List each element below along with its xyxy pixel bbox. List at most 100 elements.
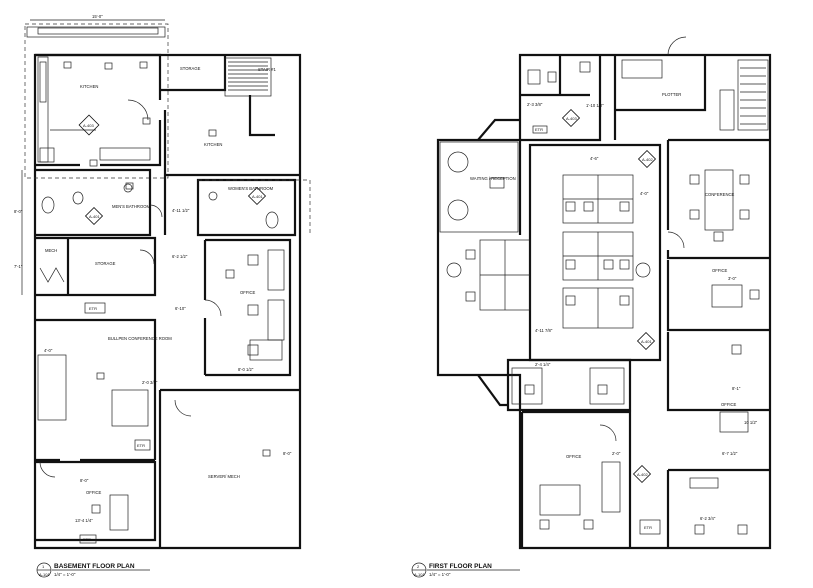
callout-fb-label: A-402	[642, 157, 653, 162]
col-marker-mid	[635, 262, 651, 278]
dim-d8: 8'-0"	[283, 451, 292, 456]
plotter-wall	[613, 55, 707, 140]
callout-a-label: A-403	[83, 123, 94, 128]
dim-f10: 6'-2 3/4"	[700, 516, 716, 521]
plan1-sheet-ref: A-101	[39, 572, 50, 577]
etr-first-top-label: ETR	[535, 127, 543, 132]
top-left-furniture	[527, 61, 591, 85]
kitchen-sink	[39, 61, 47, 103]
basement-top-dashed-outline	[24, 23, 169, 179]
room-womens: WOMEN'S BATHROOM	[228, 186, 274, 191]
sink-womens	[208, 191, 218, 201]
room-kitchen2: KITCHEN	[204, 142, 222, 147]
dim-f12: 2'-0"	[612, 451, 621, 456]
room-waiting: WAITING / RECEPTION	[470, 176, 516, 181]
entry-angle-bottom	[477, 374, 508, 407]
dim-d1: 4'-11 1/2"	[172, 208, 190, 213]
dim-f9: 6'-7 1/2"	[722, 451, 738, 456]
section-callout-c	[84, 206, 104, 226]
stair-treads	[228, 61, 268, 91]
section-callout-fb	[637, 149, 657, 169]
dim-f2: 1'-10 1/2"	[586, 103, 604, 108]
office1-desk	[711, 284, 743, 308]
office2-wall	[666, 332, 770, 412]
room-storage-top: STORAGE	[180, 66, 201, 71]
waiting-hatch	[439, 141, 519, 233]
entry-angle-left	[477, 118, 520, 141]
etr-first-top	[532, 125, 548, 134]
office3-shelf	[689, 477, 719, 489]
conference-chairs	[689, 174, 750, 242]
workstation-desks-top	[562, 174, 634, 224]
bullpen-wall	[35, 318, 157, 462]
office-bottom-wall	[35, 460, 157, 542]
mens-wall	[35, 168, 152, 237]
room-office1: OFFICE	[712, 268, 728, 273]
dim-f11: 10 1/2"	[744, 420, 758, 425]
mech-door-swings	[39, 267, 65, 283]
kitchen2-wall	[163, 110, 300, 235]
plotter-cabinet	[719, 89, 735, 131]
first-floor-plan: 2'-3 3/8" 1'-10 1/2" A-403 ETR PLOTTER	[411, 36, 772, 578]
dim-f1: 2'-3 3/8"	[527, 102, 543, 107]
top-bump-inner	[37, 27, 159, 35]
workstation-desks-middle	[562, 231, 634, 281]
section-callout-b	[247, 186, 267, 206]
office2-chair	[731, 344, 742, 355]
office4-furniture	[539, 461, 621, 530]
section-callout-fd	[632, 464, 652, 484]
etr-first-bottom-label: ETR	[644, 525, 652, 530]
plan2-sheet-ref: A-101	[414, 572, 425, 577]
etr-mid-label: ETR	[89, 306, 97, 311]
callout-b-label: A-401	[252, 194, 263, 199]
basement-floor-plan: 15'-0" KITCHEN A-403 STORAGE STAIR #1 KI…	[14, 14, 311, 578]
callout-fd-label: A-402	[637, 472, 648, 477]
waiting-chairs	[447, 151, 505, 221]
bullpen-cabinet	[111, 389, 149, 427]
room-conference: CONFERENCE	[705, 192, 735, 197]
dim-f8: 8'-1"	[732, 386, 741, 391]
callout-c-label: A-401	[89, 214, 100, 219]
storage-door-arc	[139, 249, 155, 265]
etr-first-bottom	[639, 519, 661, 535]
callout-fa-label: A-403	[566, 116, 577, 121]
room-plotter: PLOTTER	[662, 92, 681, 97]
office1-chair	[749, 289, 760, 300]
kitchen-counter-left	[37, 56, 49, 163]
office4-wall	[520, 410, 632, 548]
plan2-title: FIRST FLOOR PLAN	[429, 563, 492, 570]
first-stair-treads	[740, 67, 766, 125]
bullpen-etr	[134, 439, 151, 451]
workstation-desks-bottom	[562, 287, 634, 329]
basement-door-swings	[39, 99, 222, 478]
top-left-rooms-wall	[520, 55, 602, 142]
stair-box	[224, 57, 272, 97]
dim-left1: 8'-0"	[14, 209, 23, 214]
kitchen-wall	[35, 53, 162, 167]
room-mens: MEN'S BATHROOM	[112, 204, 150, 209]
plan2-scale: 1/4" = 1'-0"	[429, 572, 451, 577]
room-server: SERVER/ MECH	[208, 474, 240, 479]
room-office-bottom: OFFICE	[86, 490, 102, 495]
dim-f7: 3'-0"	[728, 276, 737, 281]
dim-d3: 6'-10"	[175, 306, 186, 311]
room-kitchen: KITCHEN	[80, 84, 98, 89]
dim-f5: 4'-11 7/8"	[535, 328, 553, 333]
office-center-wall	[506, 358, 632, 412]
mech-storage-wall	[35, 236, 157, 297]
bullpen-table	[37, 354, 67, 421]
sink-mens	[123, 183, 133, 193]
room-office2: OFFICE	[721, 402, 737, 407]
room-storage-mid: STORAGE	[95, 261, 116, 266]
dim-d5: 4'-0"	[44, 348, 53, 353]
conference-table	[704, 169, 734, 231]
toilet-womens	[265, 211, 279, 229]
dim-f6: 2'-4 1/4"	[535, 362, 551, 367]
bullpen-etr-label: ETR	[137, 443, 145, 448]
entry-door-arc	[667, 36, 687, 56]
office2-desk	[719, 411, 749, 433]
plan1-number: 1	[42, 564, 45, 569]
workstation-chairs	[565, 201, 630, 306]
etr-bottom	[79, 534, 97, 544]
